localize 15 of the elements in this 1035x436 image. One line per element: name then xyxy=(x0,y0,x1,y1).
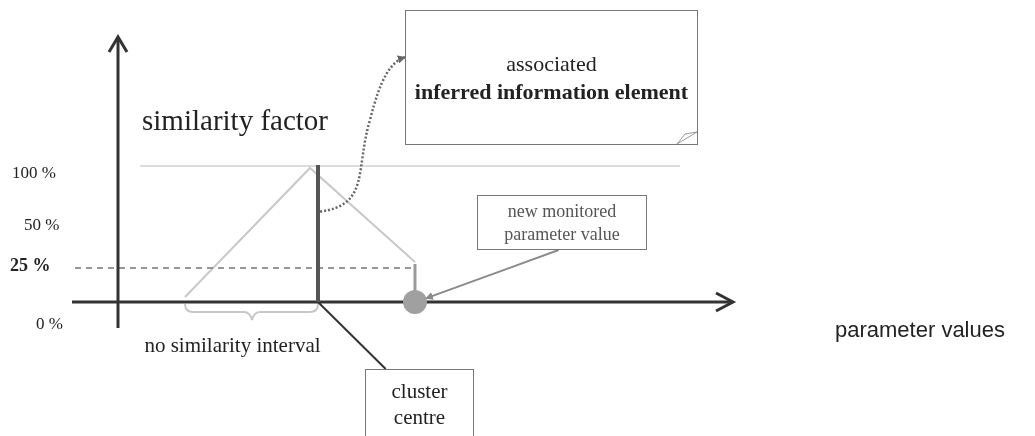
value-dot xyxy=(403,290,427,314)
callout-box: new monitored parameter value xyxy=(477,195,647,250)
interval-label: no similarity interval xyxy=(143,333,322,358)
arrow xyxy=(424,249,560,300)
callout-box: cluster centre xyxy=(365,369,474,436)
axis-title: parameter values xyxy=(835,317,1005,343)
tick-label: 25 % xyxy=(10,255,51,276)
tick-label: 50 % xyxy=(24,215,60,235)
axis-title: similarity factor xyxy=(142,104,329,138)
tick-label: 0 % xyxy=(36,314,63,334)
tick-label: 100 % xyxy=(12,163,56,183)
dotted-arrow xyxy=(319,56,406,213)
note-box: associated inferred information element xyxy=(405,10,698,145)
leader-line xyxy=(317,301,387,370)
cluster-centre-bar xyxy=(316,165,320,302)
